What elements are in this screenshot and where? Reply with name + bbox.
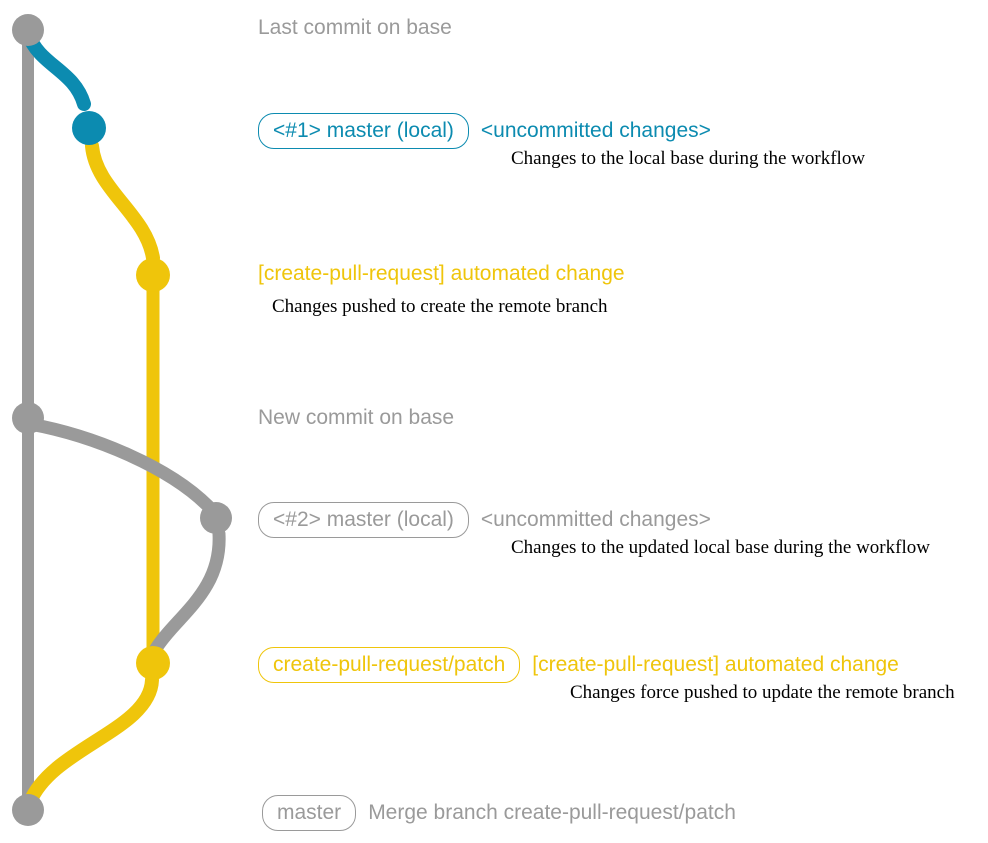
commit-subject-merge-commit: Merge branch create-pull-request/patch [368,800,736,824]
commit-subject-last-commit-on-base: Last commit on base [258,16,452,39]
commit-subject-master-local-2: <uncommitted changes> [480,507,711,531]
ref-badge-master[interactable]: master [262,795,357,832]
commit-subject-automated-change-1: [create-pull-request] automated change [258,262,625,285]
commit-row-last-commit-on-base: Last commit on base [258,16,452,40]
commit-subject-master-local-1: <uncommitted changes> [480,118,711,142]
commit-row-automated-change-2: create-pull-request/patch [create-pull-r… [258,647,899,684]
commit-row-automated-change-1: [create-pull-request] automated change [258,262,625,286]
commit-row-master-local-1: <#1> master (local) <uncommitted changes… [258,113,711,150]
commit-row-master-local-2: <#2> master (local) <uncommitted changes… [258,502,711,539]
commit-row-new-commit-on-base: New commit on base [258,406,454,430]
commit-description-master-local-1: Changes to the local base during the wor… [511,148,866,169]
ref-badge-create-pull-request-patch[interactable]: create-pull-request/patch [258,647,521,684]
commit-subject-new-commit-on-base: New commit on base [258,406,455,429]
ref-badge-master-local-1[interactable]: <#1> master (local) [258,113,469,150]
commit-description-automated-change-2: Changes force pushed to update the remot… [570,682,955,703]
commit-row-merge-commit: master Merge branch create-pull-request/… [262,795,736,832]
commit-description-master-local-2: Changes to the updated local base during… [511,537,930,558]
commit-description-automated-change-1: Changes pushed to create the remote bran… [272,296,608,317]
commit-subject-automated-change-2: [create-pull-request] automated change [532,652,899,676]
ref-badge-master-local-2[interactable]: <#2> master (local) [258,502,469,539]
